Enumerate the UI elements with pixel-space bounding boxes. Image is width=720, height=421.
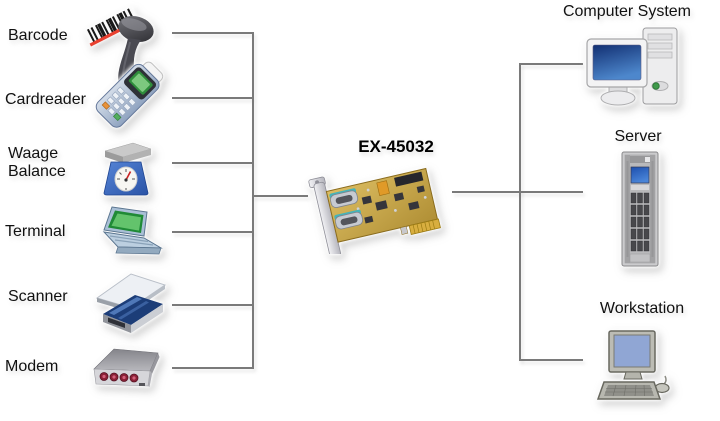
label-scanner: Scanner — [8, 288, 68, 305]
branch-line-modem — [172, 367, 252, 369]
label-cardreader: Cardreader — [5, 91, 86, 108]
label-waage-balance: Waage Balance — [8, 145, 66, 180]
bus-line-right — [519, 63, 521, 361]
label-computer-system: Computer System — [562, 3, 692, 20]
computer-system-icon — [586, 27, 678, 106]
cardreader-icon — [95, 61, 164, 128]
branch-line-computer — [519, 63, 583, 65]
branch-line-workstation — [519, 359, 583, 361]
label-server: Server — [614, 128, 662, 145]
branch-line-waage — [172, 162, 252, 164]
server-icon — [621, 151, 659, 267]
label-workstation: Workstation — [599, 300, 685, 317]
modem-icon — [93, 348, 160, 387]
laptop-terminal-icon — [102, 206, 163, 255]
branch-line-terminal — [172, 231, 252, 233]
flatbed-scanner-icon — [95, 273, 167, 333]
card-line-left — [252, 195, 308, 197]
label-terminal: Terminal — [5, 223, 66, 240]
branch-line-cardreader — [172, 97, 252, 99]
branch-line-scanner — [172, 304, 252, 306]
branch-line-barcode — [172, 32, 252, 34]
serial-card-icon — [308, 167, 441, 254]
bus-line-left — [252, 32, 254, 369]
label-modem: Modem — [5, 358, 59, 375]
label-barcode: Barcode — [8, 27, 68, 44]
card-line-right — [452, 191, 583, 193]
card-title: EX-45032 — [358, 137, 434, 156]
scale-icon — [103, 142, 152, 196]
workstation-icon — [596, 330, 670, 400]
